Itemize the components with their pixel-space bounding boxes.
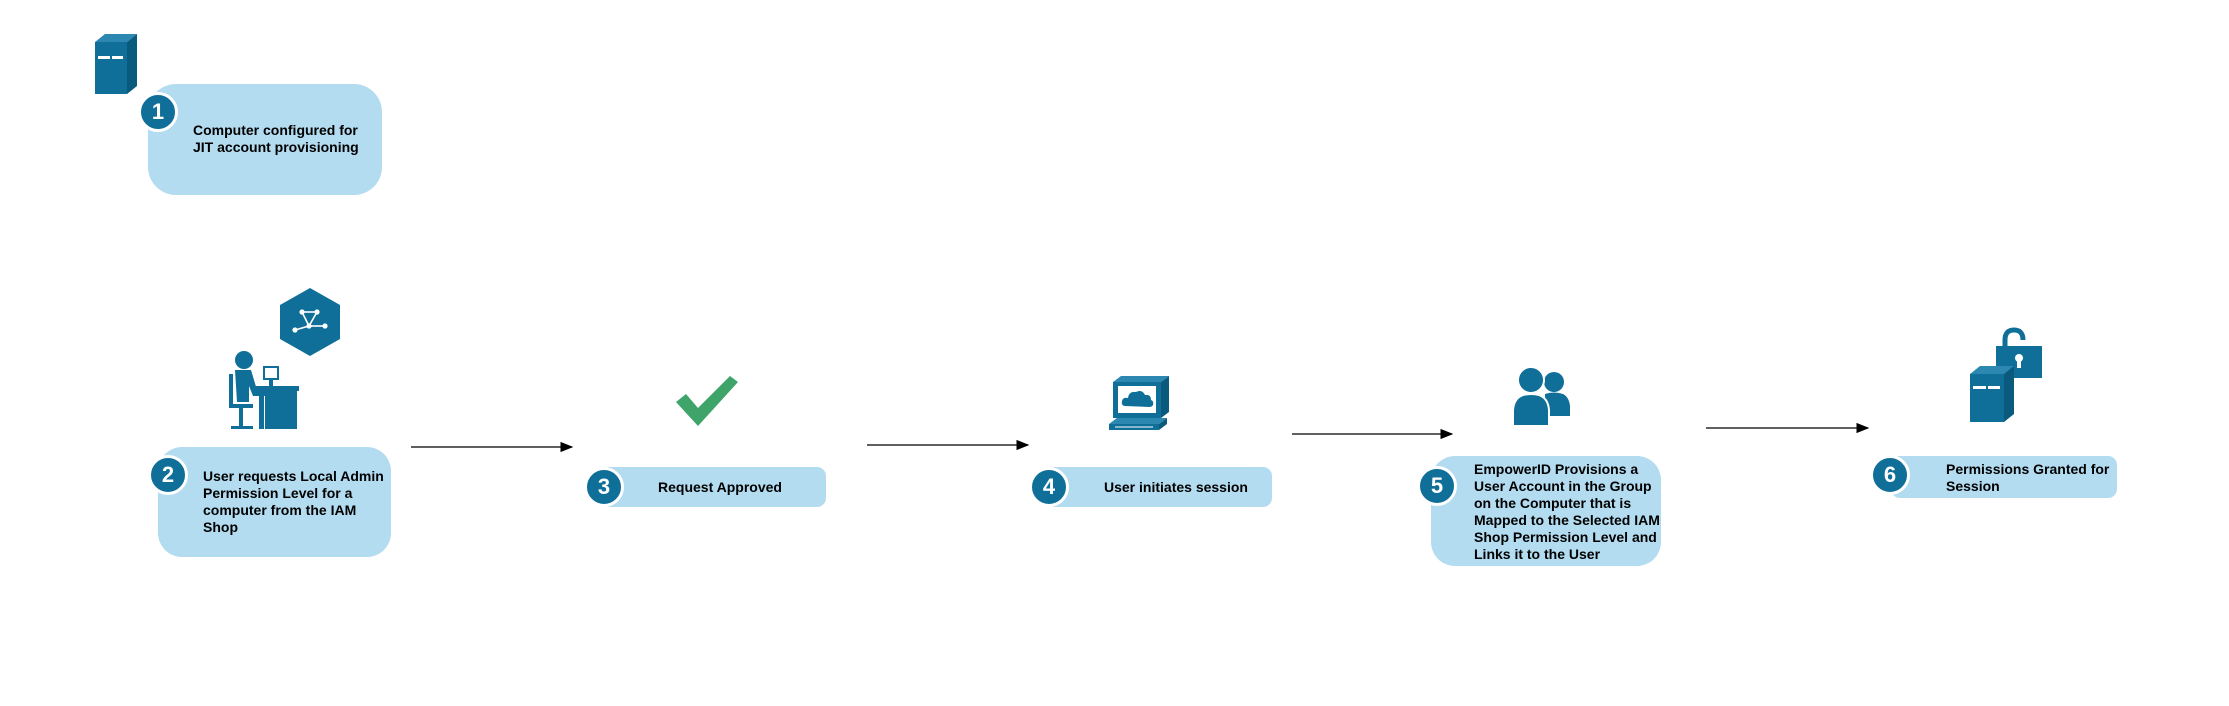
step-5-badge: 5 (1417, 466, 1457, 506)
step-3-label: Request Approved (658, 479, 782, 495)
step-1-badge: 1 (138, 92, 178, 132)
checkmark-icon (676, 376, 738, 426)
user-group-icon (1512, 366, 1570, 427)
step-6-box: Permissions Granted for Session (1891, 456, 2117, 498)
step-6-badge: 6 (1870, 455, 1910, 495)
step-3-box: Request Approved (601, 467, 826, 507)
step-1-box: Computer configured for JIT account prov… (148, 84, 382, 195)
step-6-label: Permissions Granted for Session (1946, 461, 2110, 494)
step-4-label: User initiates session (1104, 479, 1248, 495)
step-3-badge: 3 (584, 467, 624, 507)
step-4-badge: 4 (1029, 467, 1069, 507)
network-hexagon-icon (280, 288, 340, 356)
step-5-label: EmpowerID Provisions a User Account in t… (1474, 461, 1660, 562)
cloud-computer-icon (1109, 376, 1169, 430)
server-unlocked-icon (1970, 327, 2042, 422)
step-2-box: User requests Local Admin Permission Lev… (158, 447, 391, 557)
step-1-label: Computer configured for JIT account prov… (193, 122, 359, 155)
server-icon (95, 34, 137, 94)
step-4-box: User initiates session (1046, 467, 1272, 507)
step-2-badge: 2 (148, 455, 188, 495)
step-2-label: User requests Local Admin Permission Lev… (203, 468, 384, 535)
user-at-computer-icon (229, 351, 299, 429)
step-5-box: EmpowerID Provisions a User Account in t… (1431, 456, 1661, 566)
